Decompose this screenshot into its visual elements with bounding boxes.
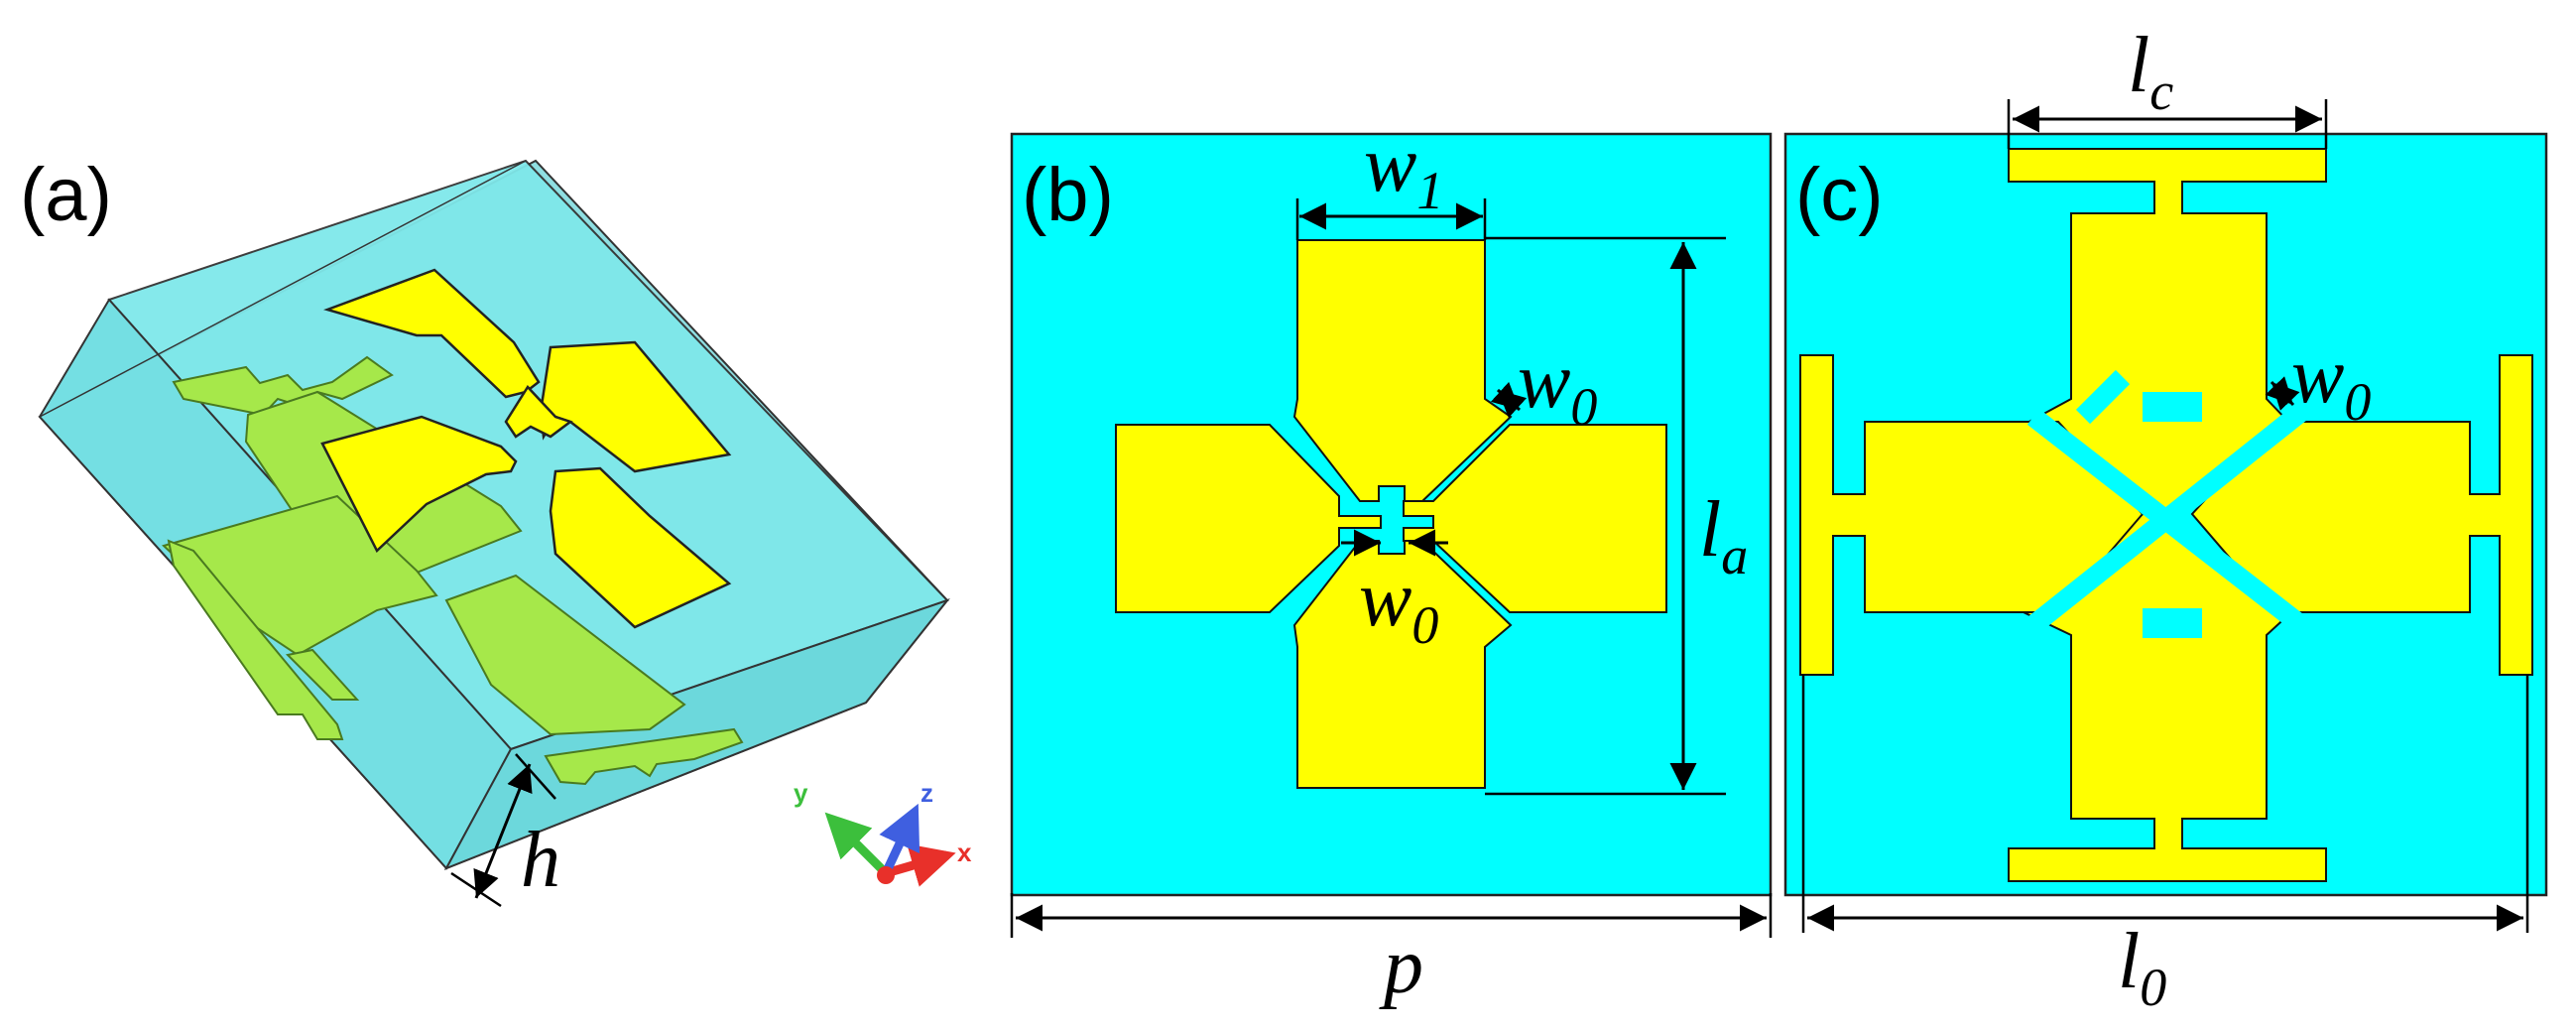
axis-y-label: y <box>794 778 808 808</box>
l0-dimension: l0 <box>1801 675 2529 1017</box>
axis-triad: x y z <box>794 778 972 887</box>
w0-c-label: w0 <box>2291 332 2371 432</box>
p-dimension: p <box>1010 893 1773 1010</box>
w0-center-dimension: w0 <box>1341 529 1448 655</box>
lc-dimension: lc <box>2007 22 2328 149</box>
patch-arm-top <box>1292 239 1513 502</box>
w0-center-label: w0 <box>1359 556 1438 655</box>
patch-arm-bottom <box>1292 540 1513 789</box>
panel-a-label: (a) <box>20 153 112 237</box>
la-dimension: la <box>1485 236 1748 796</box>
axis-z-label: z <box>920 778 933 808</box>
l0-label: l0 <box>2118 918 2166 1017</box>
h-dimension: h <box>450 753 560 908</box>
w0-c-dimension: w0 <box>2265 332 2371 432</box>
panel-b-label: (b) <box>1022 153 1114 237</box>
panel-c-label: (c) <box>1795 153 1884 237</box>
panel-c: (c) lc <box>1783 22 2548 1017</box>
cross-patch-b <box>1115 239 1667 789</box>
panel-a: (a) <box>20 153 972 908</box>
w0-top-dimension: w0 <box>1490 337 1597 437</box>
axis-x-label: x <box>957 838 972 867</box>
w1-dimension: w1 <box>1295 121 1487 240</box>
cross-patch-c <box>1799 148 2533 882</box>
top-patch-3d <box>320 268 732 629</box>
panel-b: (b) w1 la w0 w0 <box>1010 121 1773 1010</box>
w1-label: w1 <box>1364 121 1443 220</box>
patch-arm-right <box>1403 424 1667 613</box>
patch-arm-left <box>1115 424 1382 613</box>
la-label: la <box>1699 486 1748 585</box>
h-label: h <box>521 817 560 904</box>
w0-top-label: w0 <box>1518 337 1597 437</box>
lc-label: lc <box>2128 22 2173 121</box>
p-label: p <box>1379 923 1423 1010</box>
